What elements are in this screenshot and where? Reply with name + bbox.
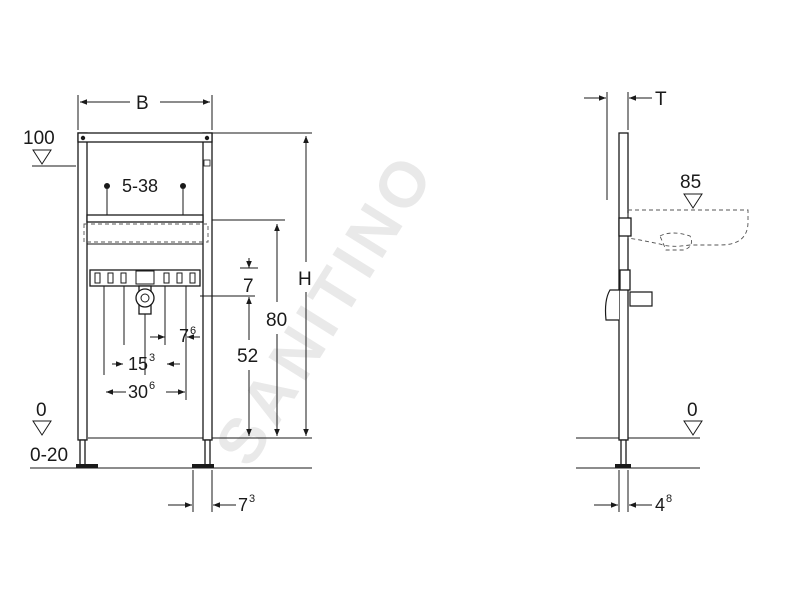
svg-text:7: 7 (238, 495, 248, 515)
svg-text:15: 15 (128, 354, 148, 374)
level-85-label: 85 (680, 172, 701, 193)
svg-text:7: 7 (179, 326, 189, 346)
dim-7-label: 7 (243, 276, 254, 297)
dim-7-6-label: 7 6 (179, 325, 196, 346)
mounting-hole-right (180, 183, 186, 215)
basin-outline (627, 209, 749, 251)
svg-text:4: 4 (655, 495, 665, 515)
level-100-label: 100 (23, 128, 55, 149)
drain-fitting (135, 285, 155, 315)
hole-spacing-label: 5-38 (122, 176, 158, 196)
svg-text:3: 3 (149, 352, 155, 364)
mounting-hole-left (104, 183, 110, 215)
svg-text:3: 3 (249, 493, 255, 505)
frame-left-post (77, 132, 88, 441)
frame-mid-crossbar (86, 214, 204, 223)
dim-52-label: 52 (237, 346, 258, 367)
watermark-text: SANITINO (201, 139, 450, 477)
frame-right-post (202, 132, 213, 441)
dim-30-6-label: 30 6 (128, 380, 155, 402)
side-view: T 85 0 4 8 (576, 89, 749, 515)
level-range-label: 0-20 (30, 445, 68, 466)
dim-80-label: 80 (266, 310, 287, 331)
svg-text:6: 6 (190, 325, 196, 337)
side-level-zero-label: 0 (687, 400, 698, 421)
svg-text:8: 8 (666, 493, 672, 505)
front-view: 5-38 B 100 0 (23, 93, 312, 515)
dim-7-3-label: 7 3 (238, 493, 255, 515)
height-label-h: H (298, 269, 312, 290)
depth-label-t: T (655, 89, 667, 110)
width-label-b: B (136, 93, 149, 114)
level-zero-label: 0 (36, 400, 47, 421)
svg-text:6: 6 (149, 380, 155, 392)
frame-right-leg (204, 439, 211, 467)
dim-15-3-label: 15 3 (128, 352, 155, 374)
dim-4-8-label: 4 8 (655, 493, 672, 515)
drain-trap (604, 269, 653, 321)
frame-top-rail (77, 132, 213, 143)
svg-text:30: 30 (128, 382, 148, 402)
frame-left-leg (79, 439, 86, 467)
